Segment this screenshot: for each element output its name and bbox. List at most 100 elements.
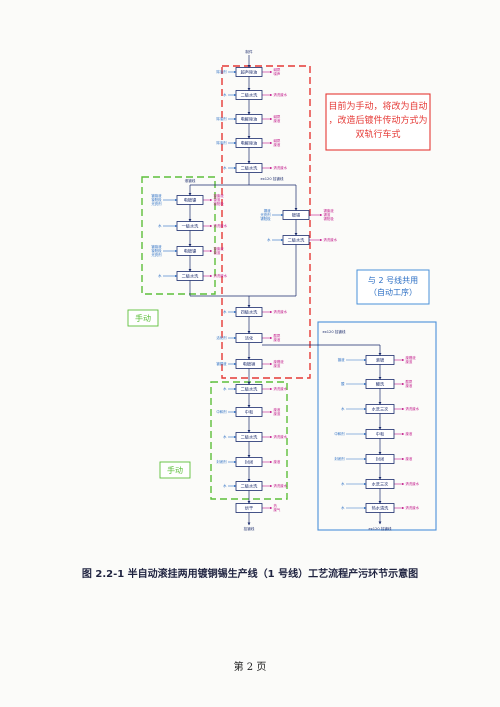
main-output-5: 清洗废水 (274, 165, 288, 170)
manual-label-lower: 手动 (159, 461, 191, 479)
left-input-3: 镀镍液镍阳极光亮剂 (151, 244, 162, 257)
svg-text:二级水洗: 二级水洗 (241, 482, 259, 489)
left-input-1: 镀镍液镍阳极光亮剂 (151, 193, 162, 206)
blue-output-3: 清洗废水 (406, 406, 420, 411)
main-output-11: 清洗废水 (274, 434, 288, 439)
svg-text:二级水洗: 二级水洗 (241, 433, 259, 440)
blue-input-3: 水 (341, 406, 345, 411)
blue-step-6: 水洗三次 (365, 479, 395, 489)
blue-step-3: 水洗三次 (365, 404, 395, 414)
top-label: 制件 (245, 49, 253, 54)
svg-text:二级水洗: 二级水洗 (241, 91, 259, 98)
main-output-3: 碱雾废液 (274, 114, 281, 123)
blue-output-7: 清洗废水 (406, 505, 420, 510)
svg-text:热水清洗: 热水清洗 (372, 504, 390, 511)
left-input-2: 水 (158, 223, 162, 228)
main-input-10: 中和剂 (216, 409, 227, 414)
right-step-2: 二级水洗 (282, 235, 310, 245)
left-output-2: 清洗废水 (214, 223, 228, 228)
left-step-3: 电镀镍 (176, 246, 204, 256)
right-output-2: 清洗废水 (324, 237, 338, 242)
main-output-8: 废槽液废渣 (274, 359, 285, 368)
svg-text:四级水洗: 四级水洗 (241, 308, 259, 315)
blue-step-7: 热水清洗 (365, 503, 395, 513)
left-step-4: 二级水洗 (176, 271, 204, 281)
svg-text:电镀铜: 电镀铜 (243, 360, 256, 367)
main-step-2: 二级水洗 (235, 90, 263, 100)
svg-text:水洗三次: 水洗三次 (372, 405, 390, 412)
blue-step-5: 封闭 (365, 454, 395, 464)
svg-text:水洗三次: 水洗三次 (372, 480, 390, 487)
main-input-9: 水 (223, 386, 227, 391)
right-output-1: 锡废液锡渣锡阳极 (324, 208, 335, 221)
svg-text:与 2 号线共用（自动工序）: 与 2 号线共用（自动工序） (368, 275, 418, 297)
left-output-3: 镍废液镍渣 (214, 246, 225, 255)
manual-label-upper: 手动 (127, 309, 159, 327)
main-input-3: 除油剂 (216, 116, 227, 121)
manual-lower-text: 手动 (167, 465, 183, 475)
blue-note: 与 2 号线共用（自动工序） (356, 269, 430, 305)
blue-input-2: 酸 (341, 381, 345, 386)
right-step-1: 镀锡 (282, 210, 310, 220)
svg-text:电解除油: 电解除油 (241, 139, 258, 146)
blue-frame (317, 321, 437, 531)
svg-text:二级水洗: 二级水洗 (288, 236, 306, 243)
main-output-13: 清洗废水 (274, 483, 288, 488)
main-step-3: 电解除油 (235, 114, 263, 124)
branch-label-right: ex120 挂镀线 (260, 176, 283, 181)
blue-output-1: 废槽液废渣 (406, 355, 417, 364)
svg-text:超声除油: 超声除油 (241, 68, 258, 75)
main-input-2: 水 (223, 92, 227, 97)
left-input-4: 水 (158, 273, 162, 278)
blue-output-6: 清洗废水 (406, 481, 420, 486)
main-output-2: 清洗废水 (274, 92, 288, 97)
main-input-8: 镀铜液 (216, 361, 227, 366)
left-output-1: 镍废液镍渣镍阳极 (214, 193, 225, 206)
red-note: 目前为手动，将改为自动，改造后镀件传动方式为双轨行车式 (325, 93, 431, 151)
svg-text:二级水洗: 二级水洗 (182, 272, 200, 279)
main-output-9: 清洗废水 (274, 386, 288, 391)
main-input-6: 水 (223, 309, 227, 314)
svg-text:滚镀: 滚镀 (376, 356, 385, 363)
main-output-10: 废液废渣 (274, 407, 281, 416)
svg-text:中和: 中和 (245, 408, 253, 415)
main-output-6: 清洗废水 (274, 309, 288, 314)
blue-input-5: 封闭剂 (334, 456, 345, 461)
svg-text:目前为手动，将改为自动，改造后镀件传动方式为双轨行车式: 目前为手动，将改为自动，改造后镀件传动方式为双轨行车式 (328, 100, 427, 140)
manual-upper-text: 手动 (135, 313, 151, 323)
main-output-1: 碱雾噪声 (274, 67, 281, 76)
green-dashed-frame-upper (141, 176, 216, 295)
branch-label-blue-out: ex120 挂镀线 (368, 526, 391, 531)
svg-text:中和: 中和 (376, 430, 384, 437)
left-step-2: 一级水洗 (176, 221, 204, 231)
branch-label-left: 滚镀线 (185, 178, 196, 183)
main-step-1: 超声除油 (235, 67, 263, 77)
main-step-13: 二级水洗 (235, 481, 263, 491)
svg-text:二级水洗: 二级水洗 (241, 385, 259, 392)
blue-input-1: 镀液 (338, 357, 345, 362)
blue-output-4: 废液 (406, 431, 413, 436)
left-output-4: 清洗废水 (214, 273, 228, 278)
figure-caption: 图 2.2-1 半自动滚挂两用镀铜锡生产线（1 号线）工艺流程产污环节示意图 (81, 569, 419, 580)
main-step-7: 活化 (235, 333, 263, 343)
main-output-12: 废液 (274, 459, 281, 464)
blue-output-5: 废液 (406, 456, 413, 461)
main-input-5: 水 (223, 165, 227, 170)
svg-text:电解除油: 电解除油 (241, 115, 258, 122)
main-step-6: 四级水洗 (235, 307, 263, 317)
main-step-12: 封闭 (235, 457, 263, 467)
page-number: 第 2 页 (233, 662, 267, 673)
blue-input-6: 水 (341, 481, 345, 486)
main-output-14: 热废气 (274, 503, 281, 512)
right-input-2: 水 (267, 237, 271, 242)
main-step-5: 二级水洗 (235, 163, 263, 173)
blue-step-2: 酸洗 (365, 379, 395, 389)
svg-text:封闭: 封闭 (376, 455, 384, 462)
main-input-7: 活化剂 (216, 335, 227, 340)
svg-text:镀锡: 镀锡 (292, 211, 300, 218)
blue-step-1: 滚镀 (365, 355, 395, 365)
main-input-11: 水 (223, 434, 227, 439)
svg-text:酸洗: 酸洗 (376, 380, 385, 387)
